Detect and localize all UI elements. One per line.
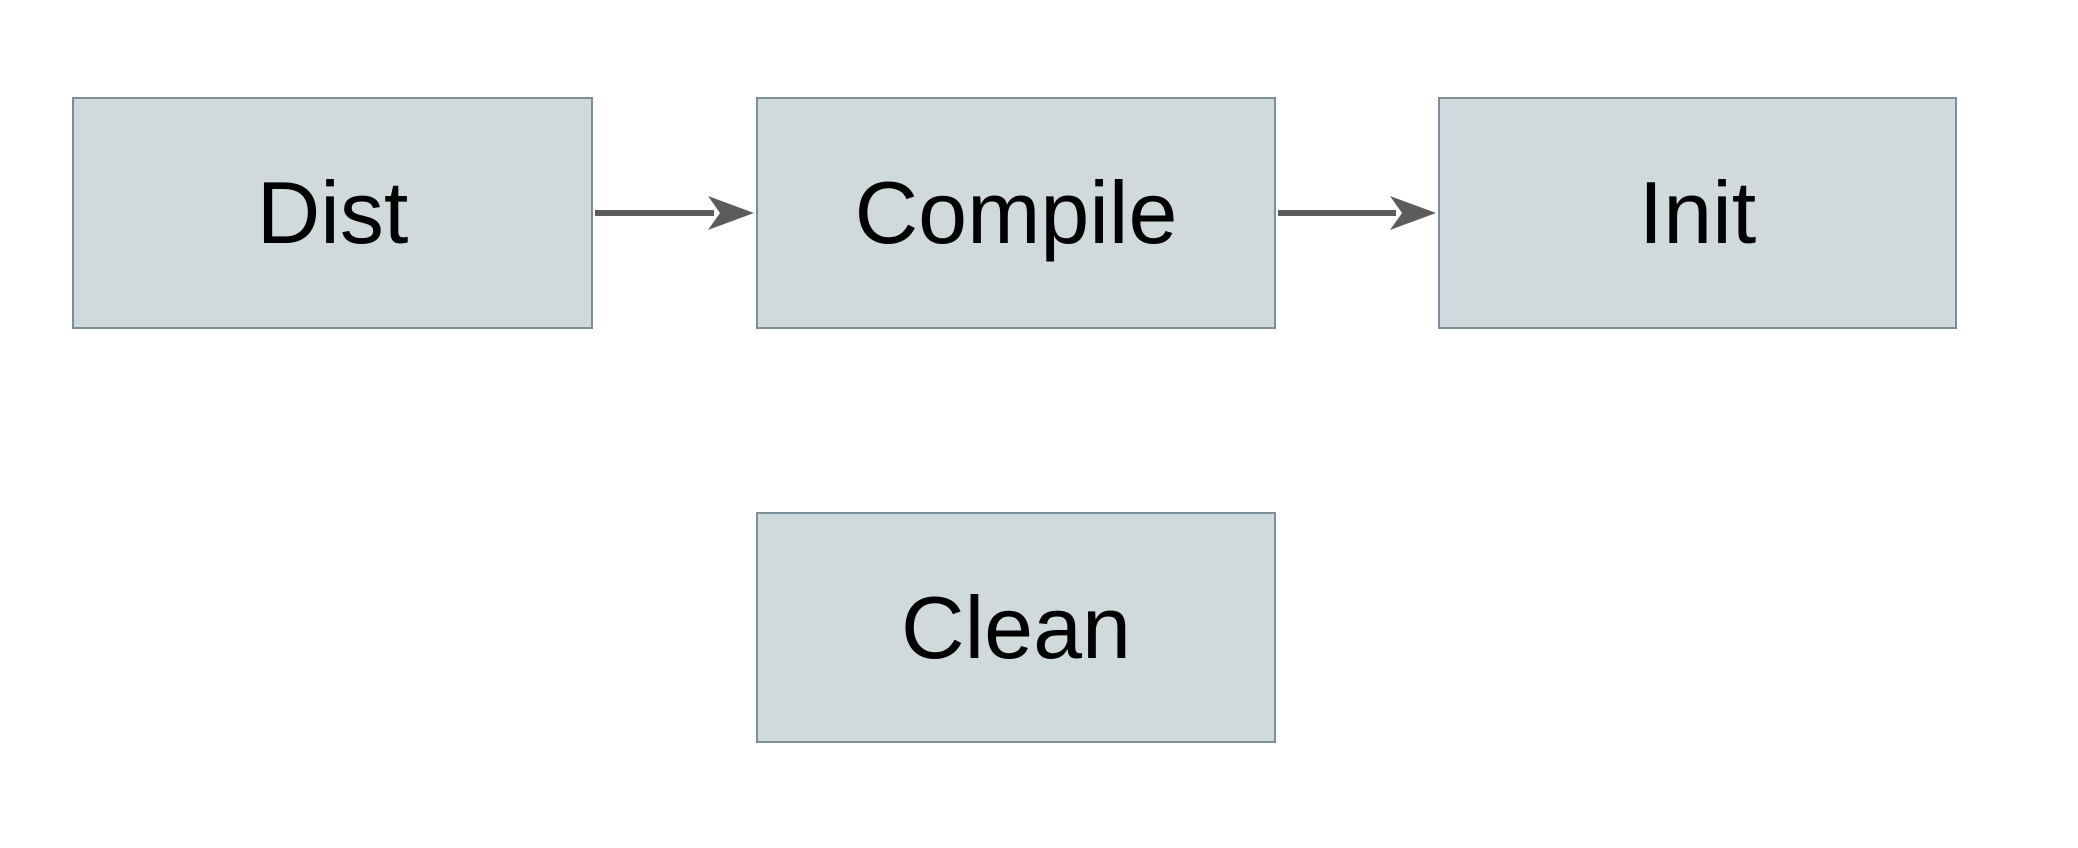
node-label-clean: Clean [901,577,1131,677]
arrowhead-icon [1390,196,1436,230]
node-label-init: Init [1638,163,1757,262]
arrowhead-icon [708,196,754,230]
arrow-compile-to-init [1278,196,1436,230]
node-label-compile: Compile [854,163,1178,262]
flowchart-node-clean: Clean [756,512,1276,743]
flowchart-node-dist: Dist [72,97,593,329]
arrow-dist-to-compile [595,196,754,230]
flowchart-node-init: Init [1438,97,1957,329]
flowchart-node-compile: Compile [756,97,1276,329]
node-label-dist: Dist [256,163,409,262]
